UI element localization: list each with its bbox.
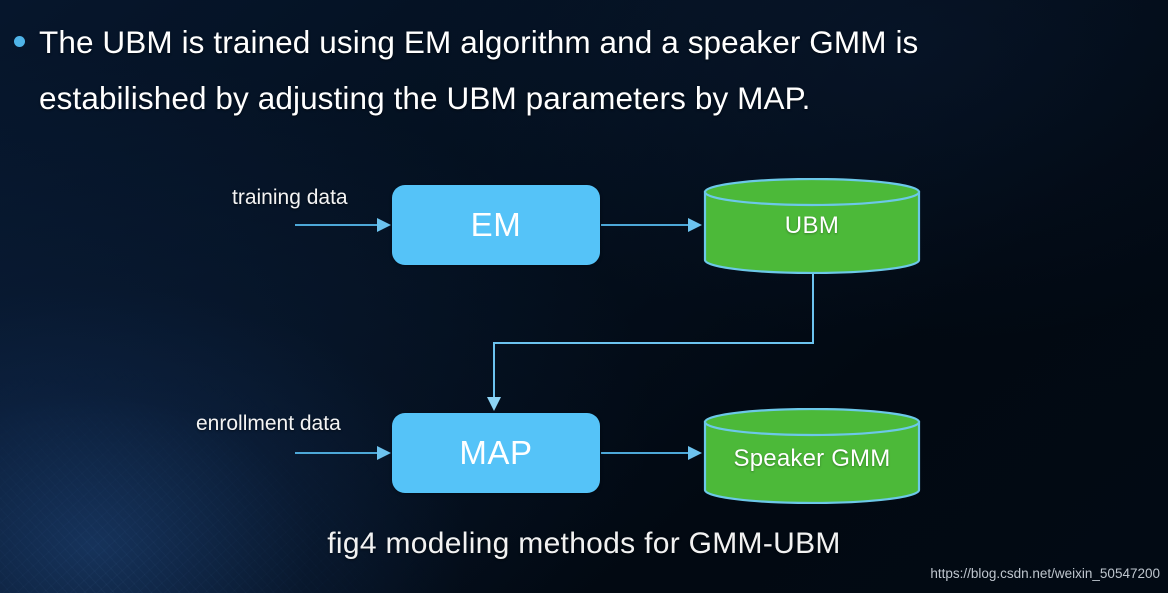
bullet-line-1: The UBM is trained using EM algorithm an… [39, 24, 919, 60]
bullet-text: The UBM is trained using EM algorithm an… [39, 14, 918, 126]
edge-label-training-data: training data [232, 186, 348, 209]
node-map-label: MAP [459, 434, 533, 471]
node-em[interactable]: EM [392, 185, 600, 265]
node-ubm[interactable]: UBM [703, 177, 921, 275]
cylinder-shape-speaker-gmm [703, 407, 921, 505]
edge-ubm-to-map [487, 272, 814, 411]
figure-caption: fig4 modeling methods for GMM-UBM [327, 527, 841, 560]
bullet-line-2: estabilished by adjusting the UBM parame… [39, 80, 811, 117]
edge-label-enrollment-data: enrollment data [196, 412, 341, 435]
watermark-url: https://blog.csdn.net/weixin_50547200 [930, 566, 1160, 581]
cylinder-shape-ubm [703, 177, 921, 275]
node-em-label: EM [470, 206, 522, 243]
bullet-block: The UBM is trained using EM algorithm an… [14, 14, 1154, 126]
bullet-dot-icon [14, 36, 25, 47]
node-map[interactable]: MAP [392, 413, 600, 493]
node-speaker-gmm[interactable]: Speaker GMM [703, 407, 921, 505]
